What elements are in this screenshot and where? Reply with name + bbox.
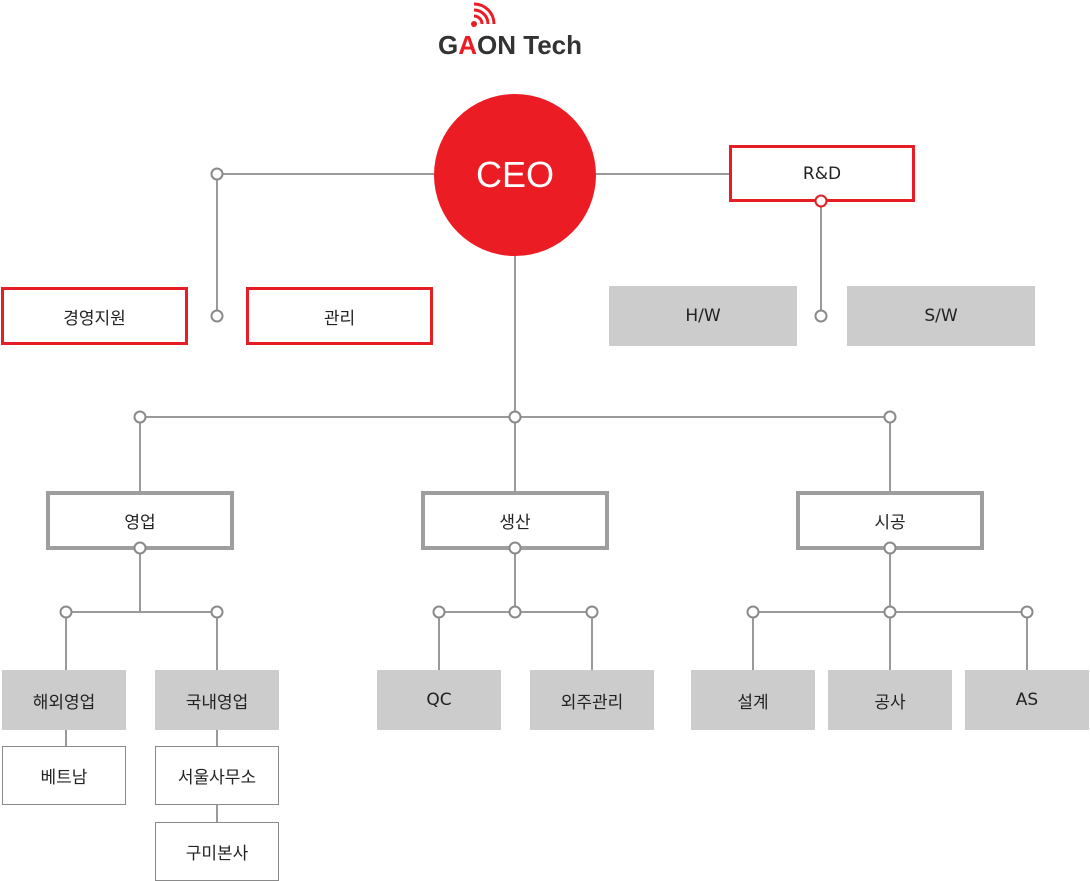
- connector-dot: [1020, 605, 1034, 619]
- connector-dot: [133, 410, 147, 424]
- management-support-node: 경영지원: [1, 287, 188, 345]
- connector-dot: [508, 541, 522, 555]
- connector-dot: [883, 410, 897, 424]
- connector-dot: [133, 541, 147, 555]
- hw-node: H/W: [609, 286, 797, 346]
- as-node: AS: [965, 670, 1089, 730]
- connector-dot: [59, 605, 73, 619]
- connector-dot: [814, 194, 828, 208]
- connector-dot: [508, 410, 522, 424]
- logo-wordmark: GAON Tech: [438, 30, 582, 60]
- domestic-sales-node: 국내영업: [155, 670, 279, 730]
- signal-icon: [471, 2, 496, 27]
- administration-node: 관리: [246, 287, 433, 345]
- design-node: 설계: [691, 670, 815, 730]
- connector-dot: [883, 541, 897, 555]
- sw-node: S/W: [847, 286, 1035, 346]
- connector-dot: [210, 167, 224, 181]
- gumi-hq-node: 구미본사: [155, 822, 279, 881]
- ceo-node: CEO: [434, 94, 596, 256]
- connector-dot: [508, 605, 522, 619]
- qc-node: QC: [377, 670, 501, 730]
- rnd-node: R&D: [729, 145, 915, 202]
- connector-dot: [585, 605, 599, 619]
- connector-dot: [746, 605, 760, 619]
- outsourcing-node: 외주관리: [530, 670, 654, 730]
- gaon-tech-logo: GAON Tech: [438, 2, 598, 62]
- overseas-sales-node: 해외영업: [2, 670, 126, 730]
- construction-work-node: 공사: [828, 670, 952, 730]
- connector-dot: [432, 605, 446, 619]
- vietnam-node: 베트남: [2, 746, 126, 805]
- connector-dot: [814, 309, 828, 323]
- seoul-office-node: 서울사무소: [155, 746, 279, 805]
- connector-dot: [883, 605, 897, 619]
- connector-dot: [210, 309, 224, 323]
- connector-dot: [210, 605, 224, 619]
